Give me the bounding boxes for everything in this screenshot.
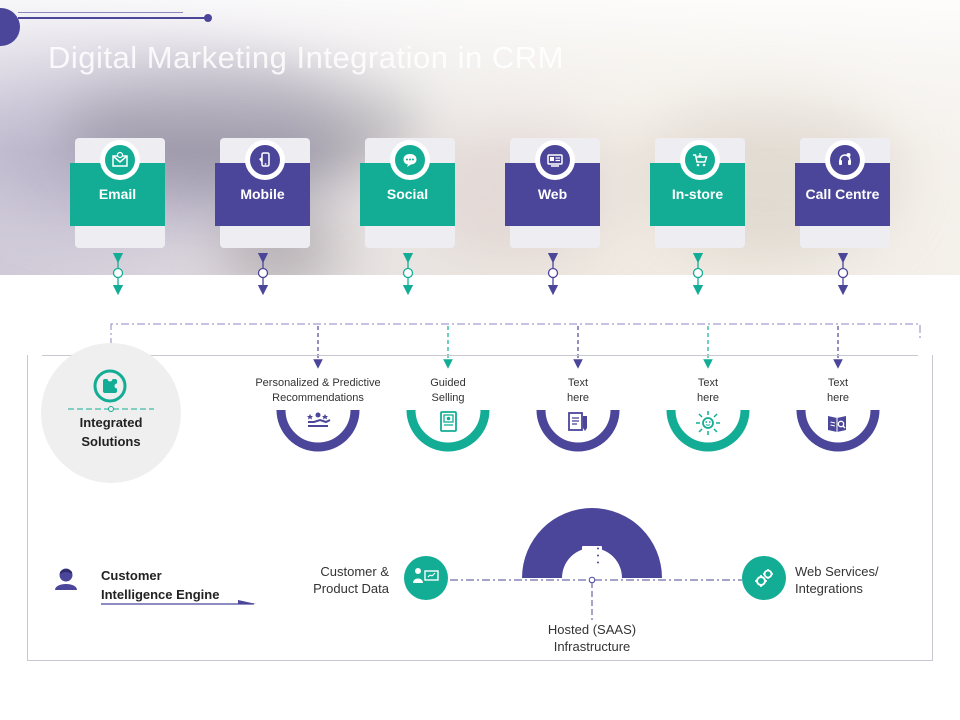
solution-text-3: Text here: [513, 376, 643, 406]
solution-arc: [666, 409, 750, 452]
integrated-solutions-label: Integrated Solutions: [41, 413, 181, 451]
customer-product-data-label: Customer & Product Data: [300, 563, 389, 597]
solution-line: Guided: [430, 377, 466, 389]
customer-intelligence-engine-title: Customer Intelligence Engine: [101, 566, 219, 604]
guide-book-icon: [440, 411, 457, 432]
email-icon: [105, 145, 135, 175]
book-search-icon: [828, 416, 846, 432]
channel-card-social: Social: [360, 138, 455, 248]
channel-label: Social: [386, 186, 429, 202]
channel-connector-email: [112, 252, 124, 296]
header-line: [18, 12, 183, 13]
channel-connector-social: [402, 252, 414, 296]
puzzle-cycle-icon: [90, 366, 130, 406]
headset-icon: [830, 145, 860, 175]
cart-icon: [685, 145, 715, 175]
hub-label-line: Hosted (SAAS): [547, 622, 637, 637]
integrated-label-line: Integrated: [79, 415, 143, 430]
solution-text-guided-selling: Guided Selling: [383, 376, 513, 406]
header-line: [18, 17, 208, 19]
web-services-label: Web Services/ Integrations: [795, 563, 915, 597]
hub-label-line: Customer &: [320, 564, 389, 579]
channel-connector-call-centre: [837, 252, 849, 296]
solution-text-personalized: Personalized & Predictive Recommendation…: [253, 376, 383, 406]
solution-arc: [406, 409, 490, 452]
engine-underline: [101, 600, 256, 605]
server-icon: [582, 546, 602, 571]
page-title: Digital Marketing Integration in CRM: [48, 40, 564, 75]
solution-text-5: Text here: [773, 376, 903, 406]
channel-card-call-centre: Call Centre: [795, 138, 890, 248]
chat-icon: [395, 145, 425, 175]
integration-panel: [27, 355, 933, 661]
gears-icon: [755, 569, 773, 587]
integrated-label-line: Solutions: [81, 434, 141, 449]
solution-text-4: Text here: [643, 376, 773, 406]
panel-gap: [28, 340, 42, 356]
solution-line: Recommendations: [272, 392, 364, 404]
engine-title-line: Customer: [101, 568, 162, 583]
solution-line: here: [696, 392, 720, 404]
hub-label-line: Web Services/: [795, 564, 879, 579]
user-icon: [55, 568, 77, 590]
customer-data-circle: [404, 556, 448, 600]
channel-card-web: Web: [505, 138, 600, 248]
solution-line: Text: [567, 377, 589, 389]
channel-card-mobile: Mobile: [215, 138, 310, 248]
channel-card-email: Email: [70, 138, 165, 248]
sun-network-icon: [696, 411, 720, 435]
hub-node: [588, 576, 596, 584]
engine-title-line: Intelligence Engine: [101, 587, 220, 602]
channel-label: Mobile: [240, 186, 285, 202]
solution-line: Text: [697, 377, 719, 389]
solution-line: here: [826, 392, 850, 404]
solution-line: Personalized & Predictive: [255, 377, 381, 389]
solution-arrows: [313, 326, 843, 369]
presenter-icon: [413, 568, 439, 583]
solutions-bracket: [110, 323, 921, 350]
channel-connector-web: [547, 252, 559, 296]
solution-arc: [536, 409, 620, 452]
hub-label-line: Integrations: [795, 581, 863, 596]
web-icon: [540, 145, 570, 175]
hub-label-line: Product Data: [313, 581, 389, 596]
hand-stars-icon: [307, 412, 331, 427]
channel-label: Call Centre: [805, 186, 880, 202]
channel-card-in-store: In-store: [650, 138, 745, 248]
solution-line: here: [566, 392, 590, 404]
mobile-icon: [250, 145, 280, 175]
solution-arc: [796, 409, 880, 452]
hosted-infrastructure-label: Hosted (SAAS) Infrastructure: [532, 621, 652, 655]
integrated-divider: [68, 406, 154, 412]
document-pen-icon: [568, 412, 587, 431]
panel-gap: [918, 340, 932, 356]
channel-connector-in-store: [692, 252, 704, 296]
solution-arc: [276, 409, 360, 452]
channel-connector-mobile: [257, 252, 269, 296]
hub-label-line: Infrastructure: [553, 639, 631, 654]
header-dot: [204, 14, 212, 22]
solution-line: Selling: [431, 392, 465, 404]
solution-line: Text: [827, 377, 849, 389]
integrated-solutions-circle: [41, 343, 181, 483]
hub-arch: [522, 508, 662, 578]
channel-label: Web: [537, 186, 568, 202]
corner-decoration: [0, 8, 20, 46]
channel-label: Email: [98, 186, 137, 202]
channel-label: In-store: [671, 186, 724, 202]
